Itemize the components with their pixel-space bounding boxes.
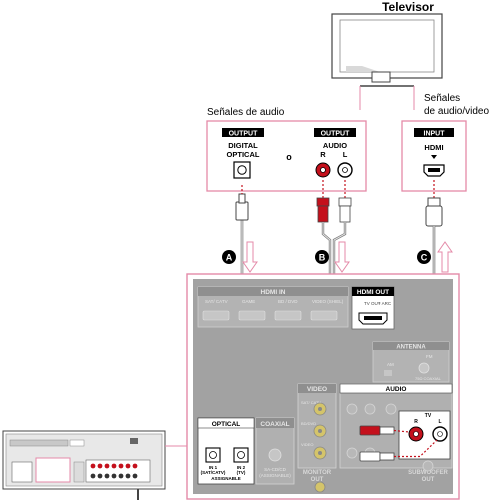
hdmi-in-port-4	[310, 310, 338, 321]
video-sat-label: SAT/ CATV	[301, 400, 321, 405]
audio-l-label: L	[343, 150, 348, 159]
audio-block-label: AUDIO	[386, 386, 407, 393]
or-word: o	[286, 152, 292, 162]
tv-reflection	[346, 66, 380, 72]
hdmi-input-header: INPUT	[424, 131, 446, 138]
tv-screen	[339, 19, 435, 73]
hdmi-in-bd-label: BD / DVD	[278, 299, 298, 304]
label-audio-signals: Señales de audio	[207, 107, 285, 118]
rcv-audio-r-label: R	[414, 419, 418, 425]
hdmi-in-port-3	[274, 310, 302, 321]
antenna-label: ANTENNA	[396, 345, 426, 351]
hdmi-arrow-icon	[431, 155, 437, 159]
monitor-out-label-2: OUT	[311, 477, 324, 483]
tv-optical-port	[233, 161, 251, 179]
tv-callout-lines	[359, 86, 415, 110]
hdmi-out-label: HDMI OUT	[357, 289, 389, 296]
arrow-up-c-icon	[437, 241, 453, 273]
hdmi-label: HDMI	[424, 143, 443, 152]
label-av-signals-2: de audio/video	[424, 106, 489, 117]
coaxial-block	[255, 417, 295, 485]
optical-in-2-port	[233, 447, 249, 463]
label-av-signals-1: Señales	[424, 93, 460, 104]
audio-output-header-bg	[314, 128, 356, 137]
tv-hdmi-input-panel: INPUT HDMI	[401, 120, 467, 192]
audio-r-label: R	[320, 150, 326, 159]
rca-l-plug-bottom	[359, 451, 381, 462]
fm-coaxial-label: 75Ω COAXIAL	[415, 376, 442, 381]
coaxial-jack	[268, 448, 282, 462]
tv-stand-neck	[371, 71, 391, 83]
receiver-overview	[2, 430, 187, 500]
optical-in1-label-1: IN 1	[209, 465, 218, 470]
marker-c-badge	[417, 250, 431, 264]
monitor-out-jack	[314, 481, 326, 493]
television: Televisor	[331, 0, 443, 110]
arrow-down-b-icon	[334, 241, 350, 273]
subwoofer-label-1: SUBWOOFER	[408, 470, 448, 476]
rca-l-plug-top	[338, 197, 352, 207]
marker-b-badge	[315, 250, 329, 264]
tv-optical-port-ring	[237, 165, 247, 175]
hdmi-in-sat-label: SAT/ CATV	[205, 299, 228, 304]
audio-output-header: OUTPUT	[321, 131, 351, 138]
marker-c: C	[421, 253, 428, 263]
hdmi-out-sub1: TV OUT	[364, 301, 381, 306]
hdmi-in-label: HDMI IN	[261, 289, 286, 296]
optical-output-header: OUTPUT	[229, 131, 259, 138]
optical-in1-label-2: (SAT/CATV)	[201, 470, 226, 475]
hdmi-out-sub2: + ARC	[378, 301, 392, 306]
fm-antenna-jack	[418, 362, 430, 374]
rca-r-plug-top	[316, 197, 330, 207]
hdmi-input-header-bg	[414, 128, 454, 137]
receiver-rear-panel: HDMI IN SAT/ CATV GAME BD / DVD VIDEO (S…	[186, 273, 460, 500]
antenna-am-label: AM	[387, 362, 394, 367]
tv-audio-l-jack-center	[342, 167, 348, 173]
optical-assignable: ASSIGNABLE	[211, 476, 241, 481]
video-bd-label: BD/DVD	[301, 421, 316, 426]
digital-optical-label-2: OPTICAL	[227, 150, 260, 159]
audio-title: AUDIO	[323, 141, 347, 150]
antenna-fm-label: FM	[426, 354, 433, 359]
monitor-out-label-1: MONITOR	[303, 470, 332, 476]
tv-hdmi-port-slot	[428, 168, 440, 172]
coaxial-label: COAXIAL	[260, 421, 289, 428]
subwoofer-label-2: OUT	[422, 477, 435, 483]
hdmi-in-video-label: VIDEO (SHIEL)	[312, 299, 344, 304]
marker-a: A	[226, 253, 233, 263]
marker-a-badge	[222, 250, 236, 264]
tv-audio-r-jack-center	[320, 167, 326, 173]
optical-in2-label-2: (TV)	[237, 470, 246, 475]
hdmi-in-port-2	[238, 310, 266, 321]
video-video-label: VIDEO	[301, 442, 313, 447]
connection-markers: A B C	[222, 241, 453, 273]
tv-title: Televisor	[382, 0, 434, 14]
rcv-audio-l-label: L	[438, 419, 441, 425]
rca-r-plug-bottom	[359, 425, 381, 436]
optical-output-header-bg	[222, 128, 264, 137]
marker-b: B	[319, 253, 326, 263]
arrow-down-a-icon	[242, 241, 258, 273]
coaxial-sub2: (ASSIGNABLE)	[259, 473, 291, 478]
tv-audio-output-panel: OUTPUT DIGITAL OPTICAL o OUTPUT AUDIO R …	[206, 120, 367, 192]
optical-plug-top	[235, 201, 249, 221]
optical-in2-label-1: IN 2	[237, 465, 246, 470]
hdmi-plug-top	[427, 197, 441, 207]
subwoofer-jack	[422, 460, 434, 472]
overview-zoom-region	[35, 457, 71, 483]
digital-optical-label-1: DIGITAL	[228, 141, 258, 150]
video-label: VIDEO	[307, 386, 327, 393]
coaxial-sub1: SA-CD/CD	[264, 467, 287, 472]
optical-in-1-port	[205, 447, 221, 463]
optical-label: OPTICAL	[212, 421, 241, 428]
rcv-tv-label: TV	[425, 413, 432, 419]
hdmi-in-port-1	[202, 310, 230, 321]
hdmi-in-game-label: GAME	[242, 299, 255, 304]
